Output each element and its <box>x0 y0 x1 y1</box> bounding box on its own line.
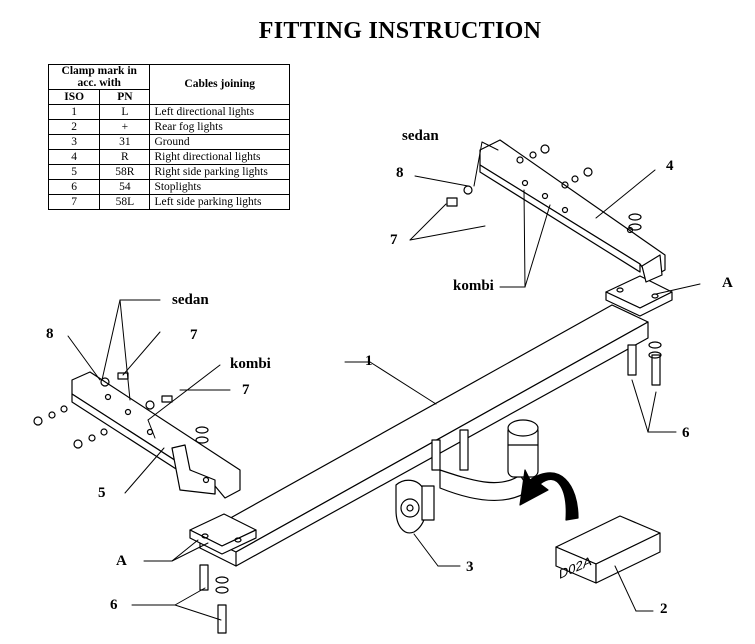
table-row: 5 58R Right side parking lights <box>47 164 290 180</box>
socket-plate <box>395 479 435 534</box>
iso-cell: 7 <box>47 194 101 210</box>
clamp-mark-header: Clamp mark in acc. with <box>47 64 151 90</box>
label-part-6-left: 6 <box>110 597 118 613</box>
cables-joining-header: Cables joining <box>149 64 290 105</box>
towball-assembly <box>431 419 539 502</box>
left-mounting-plate <box>189 513 257 555</box>
table-row: 6 54 Stoplights <box>47 179 290 195</box>
leader-lines <box>67 141 701 621</box>
label-part-8-left: 8 <box>46 326 54 342</box>
main-crossbeam <box>199 304 649 567</box>
table-row: 4 R Right directional lights <box>47 149 290 165</box>
label-part-3: 3 <box>466 559 474 575</box>
label-kombi-left: kombi <box>230 356 271 372</box>
label-point-a-left: A <box>116 553 127 569</box>
iso-cell: 4 <box>47 149 101 165</box>
clamp-table: Clamp mark in acc. with Cables joining I… <box>47 64 290 210</box>
cable-cell: Stoplights <box>149 179 290 195</box>
label-part-5: 5 <box>98 485 106 501</box>
left-bolts <box>199 564 229 634</box>
label-part-7-left-a: 7 <box>190 327 198 343</box>
label-part-7-left-b: 7 <box>242 382 250 398</box>
label-sedan-left: sedan <box>172 292 209 308</box>
label-part-7-top: 7 <box>390 232 398 248</box>
table-row: 7 58L Left side parking lights <box>47 194 290 210</box>
pn-cell: 58L <box>99 194 151 210</box>
pn-cell: 58R <box>99 164 151 180</box>
pn-header: PN <box>99 89 151 105</box>
label-sedan-top: sedan <box>402 128 439 144</box>
label-part-6-right: 6 <box>682 425 690 441</box>
right-mounting-plate <box>605 275 673 317</box>
left-side-bracket <box>71 371 241 499</box>
label-point-a-right: A <box>722 275 733 291</box>
page-title: FITTING INSTRUCTION <box>258 18 542 44</box>
label-part-1: 1 <box>365 353 373 369</box>
label-part-2: 2 <box>660 601 668 617</box>
label-part-8-top: 8 <box>396 165 404 181</box>
cable-cell: Right side parking lights <box>149 164 290 180</box>
electrical-kit-box <box>555 515 661 584</box>
curved-arrow <box>519 469 579 521</box>
label-kombi-top: kombi <box>453 278 494 294</box>
cable-cell: Left side parking lights <box>149 194 290 210</box>
right-bolts <box>627 341 662 386</box>
cable-cell: Right directional lights <box>149 149 290 165</box>
right-side-bracket <box>479 139 666 283</box>
label-part-4: 4 <box>666 158 674 174</box>
